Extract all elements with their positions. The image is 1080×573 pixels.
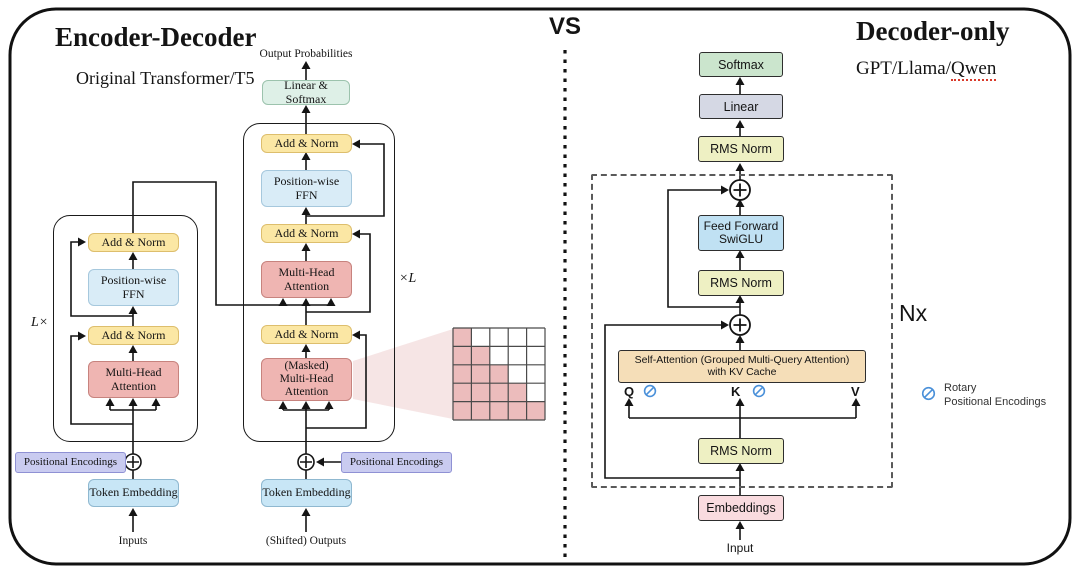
- add-norm-label: Add & Norm: [274, 225, 339, 240]
- add-norm-box: Add & Norm: [261, 325, 352, 344]
- encoder-repeat-label: L×: [31, 315, 49, 330]
- add-norm-label: Add & Norm: [101, 327, 166, 342]
- linear-softmax-box: Linear & Softmax: [262, 78, 350, 106]
- k-label: K: [731, 384, 741, 399]
- decoder-repeat-label: ×L: [399, 271, 417, 286]
- encoder-block-outline: [53, 215, 198, 442]
- rotary-icon: [752, 384, 766, 398]
- add-symbol: [297, 453, 315, 471]
- shifted-outputs-label: (Shifted) Outputs: [265, 535, 347, 547]
- rms-norm-box: RMS Norm: [698, 136, 784, 162]
- add-norm-box: Add & Norm: [261, 134, 352, 153]
- rotary-legend-line2: Positional Encodings: [944, 395, 1047, 408]
- token-embedding-box: Token Embedding: [261, 479, 352, 507]
- linear-label: Linear: [723, 99, 759, 114]
- repeat-count-label: Nx: [899, 300, 928, 326]
- embeddings-label: Embeddings: [706, 501, 776, 515]
- positional-encodings-box: Positional Encodings: [341, 452, 452, 473]
- add-norm-box: Add & Norm: [261, 224, 352, 243]
- token-embedding-label: Token Embedding: [89, 485, 178, 500]
- rotary-legend: Rotary Positional Encodings: [944, 382, 1046, 410]
- add-norm-label: Add & Norm: [274, 135, 339, 150]
- decoder-block-outline: [243, 123, 395, 442]
- outer-frame: [8, 7, 1072, 566]
- add-symbol: [729, 314, 751, 336]
- rms-norm-label: RMS Norm: [710, 444, 772, 458]
- rms-norm-box: RMS Norm: [698, 270, 784, 296]
- add-symbols: [124, 179, 751, 471]
- rms-norm-label: RMS Norm: [710, 276, 772, 290]
- add-symbol: [124, 453, 142, 471]
- rms-norm-box: RMS Norm: [698, 438, 784, 464]
- add-norm-box: Add & Norm: [88, 326, 179, 345]
- right-subtitle: GPT/Llama/Qwen: [856, 58, 997, 81]
- softmax-box: Softmax: [699, 52, 783, 77]
- right-subtitle-prefix: GPT/Llama/: [856, 58, 951, 79]
- v-label: V: [851, 384, 860, 399]
- input-label: Input: [726, 541, 754, 555]
- positional-encodings-label: Positional Encodings: [23, 456, 118, 469]
- add-norm-box: Add & Norm: [88, 233, 179, 252]
- add-symbol: [729, 179, 751, 201]
- linear-softmax-label: Linear & Softmax: [284, 78, 328, 106]
- add-norm-label: Add & Norm: [101, 234, 166, 249]
- left-subtitle: Original Transformer/T5: [76, 68, 255, 88]
- add-norm-label: Add & Norm: [274, 326, 339, 341]
- connection-wires: [70, 61, 861, 540]
- causal-mask-matrix: [452, 327, 546, 421]
- mask-zoom-cone: [353, 329, 453, 419]
- inputs-label: Inputs: [118, 535, 148, 547]
- embeddings-box: Embeddings: [698, 495, 784, 521]
- right-title: Decoder-only: [856, 16, 1010, 46]
- left-title: Encoder-Decoder: [55, 22, 257, 52]
- token-embedding-box: Token Embedding: [88, 479, 179, 507]
- softmax-label: Softmax: [718, 57, 764, 72]
- decoder-only-repeat-outline: [591, 174, 893, 488]
- output-probabilities-label: Output Probabilities: [259, 48, 353, 60]
- rotary-icon: [921, 386, 936, 401]
- linear-box: Linear: [699, 94, 783, 119]
- q-label: Q: [624, 384, 635, 399]
- positional-encodings-label: Positional Encodings: [349, 456, 444, 469]
- token-embedding-label: Token Embedding: [262, 485, 351, 500]
- positional-encodings-box: Positional Encodings: [15, 452, 126, 473]
- self-attention-label: Self-Attention (Grouped Multi-Query Atte…: [634, 353, 850, 378]
- rms-norm-label: RMS Norm: [710, 142, 772, 156]
- vs-label: VS: [548, 13, 581, 40]
- rotary-icon: [643, 384, 657, 398]
- self-attention-box: Self-Attention (Grouped Multi-Query Atte…: [618, 350, 866, 383]
- rotary-legend-line1: Rotary: [944, 382, 977, 394]
- right-subtitle-underlined: Qwen: [950, 58, 997, 81]
